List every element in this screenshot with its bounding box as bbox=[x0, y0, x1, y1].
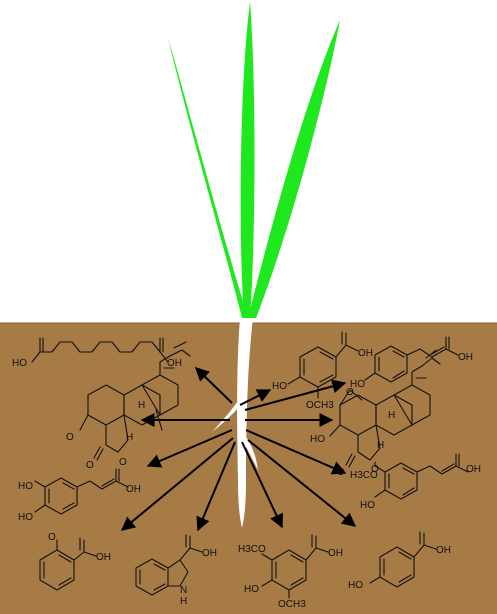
vanillic-ho-label: HO bbox=[272, 381, 287, 392]
momi-b-ho-label: HO bbox=[310, 434, 325, 445]
caffeic-ho1-label: HO bbox=[18, 481, 33, 492]
momi-a-o-label: O bbox=[66, 432, 74, 443]
salicylic-acid-structure: O OH bbox=[39, 532, 111, 591]
momilactone-b-structure: O HO O O H H bbox=[310, 349, 441, 478]
momi-b-o3-label: O bbox=[371, 464, 379, 475]
salicylic-oh-label: OH bbox=[96, 552, 111, 563]
ferulic-ho-label: HO bbox=[360, 500, 375, 511]
indole-acid-structure: OH N H bbox=[135, 534, 217, 607]
left-leaf bbox=[168, 38, 248, 318]
salicylic-o-label: O bbox=[48, 532, 56, 543]
momi-b-h-label: H bbox=[388, 410, 395, 421]
caffeic-acid-structure: HO HO OH bbox=[18, 468, 141, 523]
arrow-to-hydroxybenzoic-acid bbox=[247, 439, 357, 527]
hydroxybenzoic-oh-label: OH bbox=[436, 545, 451, 556]
ferulic-meo-label: H3CO bbox=[350, 470, 378, 481]
main-root bbox=[237, 318, 253, 528]
arrow-to-indole-acid bbox=[196, 441, 236, 532]
indole-h-label: H bbox=[180, 596, 187, 607]
dioic-oh-label: OH bbox=[167, 358, 182, 369]
indole-oh-label: OH bbox=[202, 548, 217, 559]
dioic-ho-label: HO bbox=[12, 358, 27, 369]
caffeic-ho2-label: HO bbox=[18, 512, 33, 523]
arrow-to-coumaric-acid bbox=[244, 379, 347, 411]
vanillic-oh-label: OH bbox=[358, 348, 373, 359]
momi-a-o2-label: O bbox=[86, 460, 94, 471]
momilactone-a-structure: O O O H H bbox=[66, 341, 191, 471]
syringic-meo-label: H3CO bbox=[238, 544, 266, 555]
vanillic-acid-structure: OH HO OCH3 bbox=[272, 331, 373, 411]
arrow-to-dioic-acid bbox=[194, 367, 233, 404]
momi-a-o3-label: O bbox=[119, 457, 127, 468]
syringic-acid-structure: H3CO HO OCH3 OH bbox=[238, 534, 343, 610]
ferulic-acid-structure: H3CO HO OH bbox=[350, 453, 481, 511]
coumaric-acid-structure: OH HO bbox=[350, 336, 473, 390]
ferulic-oh-label: OH bbox=[466, 464, 481, 475]
lateral-root-left bbox=[212, 398, 241, 432]
caffeic-oh-label: OH bbox=[126, 484, 141, 495]
syringic-ho-label: HO bbox=[244, 584, 259, 595]
syringic-oh-label: OH bbox=[328, 548, 343, 559]
momi-b-h2-label: H bbox=[377, 440, 384, 451]
root-system bbox=[212, 318, 258, 528]
coumaric-oh-label: OH bbox=[458, 352, 473, 363]
arrow-to-caffeic-acid bbox=[146, 429, 233, 468]
exudation-arrows bbox=[120, 367, 357, 532]
arrow-to-salicylic-acid bbox=[120, 437, 234, 531]
momi-b-o2-label: O bbox=[337, 467, 345, 478]
coumaric-ho-label: HO bbox=[350, 379, 365, 390]
hydroxybenzoic-acid-structure: OH HO bbox=[348, 531, 451, 591]
vanillic-ome-label: OCH3 bbox=[306, 400, 334, 411]
momi-a-h2-label: H bbox=[126, 432, 133, 443]
arrow-to-syringic-acid bbox=[241, 441, 283, 529]
lateral-root-right bbox=[244, 437, 258, 470]
rice-seedling-leaves bbox=[168, 2, 340, 318]
momi-a-h-label: H bbox=[138, 400, 145, 411]
momi-b-o-label: O bbox=[346, 387, 354, 398]
syringic-ome-label: OCH3 bbox=[278, 599, 306, 610]
indole-n-label: N bbox=[180, 585, 187, 596]
arrow-to-vanillic-acid bbox=[239, 389, 272, 406]
hydroxybenzoic-ho-label: HO bbox=[348, 580, 363, 591]
dioic-acid-structure: HO OH bbox=[12, 337, 182, 369]
right-leaf bbox=[248, 20, 340, 318]
center-leaf bbox=[240, 2, 255, 318]
arrow-to-ferulic-acid bbox=[245, 429, 347, 475]
